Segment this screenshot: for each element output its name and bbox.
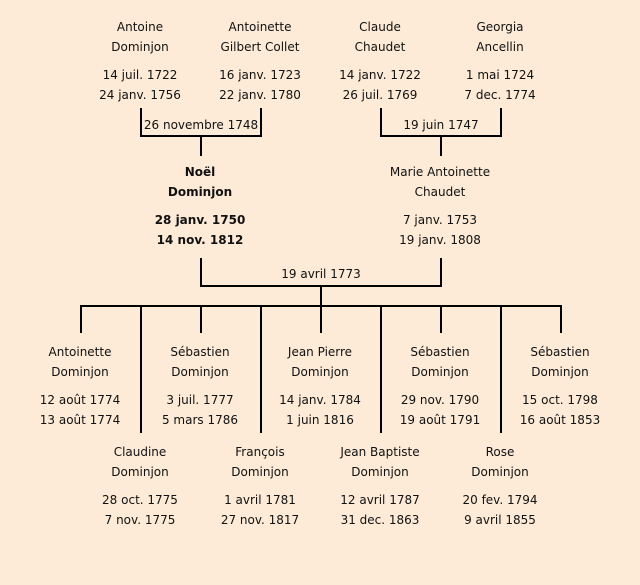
- person-last-name: Dominjon: [51, 365, 109, 379]
- person-birth-date: 12 août 1774: [39, 393, 121, 407]
- connector-line: [140, 306, 142, 433]
- person-birth-date: 15 oct. 1798: [522, 393, 598, 407]
- person-death-date: 31 dec. 1863: [340, 513, 420, 527]
- connector-line: [440, 306, 442, 333]
- person-birth-date: 12 avril 1787: [340, 493, 420, 507]
- connector-line: [440, 136, 442, 156]
- connector-line: [80, 306, 82, 333]
- person-birth-date: 29 nov. 1790: [400, 393, 480, 407]
- person-first-name: Sébastien: [410, 345, 470, 359]
- person-last-name: Dominjon: [351, 465, 409, 479]
- person-first-name: Marie Antoinette: [389, 165, 491, 179]
- person-last-name: Dominjon: [531, 365, 589, 379]
- marriage-date-paternal: 26 novembre 1748: [143, 118, 259, 132]
- person-first-name: Antoine: [116, 20, 164, 34]
- person-birth-date: 14 janv. 1722: [339, 68, 421, 82]
- person-last-name: Gilbert Collet: [220, 40, 300, 54]
- person-death-date: 24 janv. 1756: [99, 88, 181, 102]
- person-last-name: Dominjon: [111, 40, 169, 54]
- person-birth-date: 14 janv. 1784: [279, 393, 361, 407]
- connector-line: [380, 108, 382, 137]
- connector-line: [440, 258, 442, 287]
- person-death-date: 16 août 1853: [519, 413, 601, 427]
- person-birth-date: 1 avril 1781: [224, 493, 296, 507]
- person-last-name: Ancellin: [476, 40, 524, 54]
- connector-line: [560, 306, 562, 333]
- person-death-date: 19 août 1791: [399, 413, 481, 427]
- connector-line: [200, 136, 202, 156]
- person-death-date: 5 mars 1786: [161, 413, 239, 427]
- person-first-name: Sébastien: [170, 345, 230, 359]
- connector-line: [320, 286, 322, 306]
- person-death-date: 7 dec. 1774: [464, 88, 536, 102]
- person-last-name: Dominjon: [291, 365, 349, 379]
- connector-line: [380, 306, 382, 433]
- connector-line: [500, 306, 502, 433]
- marriage-date-maternal: 19 juin 1747: [403, 118, 479, 132]
- person-death-date: 13 août 1774: [39, 413, 121, 427]
- connector-line: [200, 258, 202, 287]
- person-last-name: Chaudet: [414, 185, 466, 199]
- person-first-name: Claude: [359, 20, 401, 34]
- person-death-date: 14 nov. 1812: [156, 233, 244, 247]
- connector-line: [260, 306, 262, 433]
- person-last-name: Dominjon: [167, 185, 233, 199]
- person-death-date: 9 avril 1855: [464, 513, 536, 527]
- connector-line: [140, 108, 142, 137]
- person-last-name: Dominjon: [471, 465, 529, 479]
- person-first-name: François: [235, 445, 285, 459]
- person-first-name: Jean Baptiste: [340, 445, 420, 459]
- person-death-date: 1 juin 1816: [286, 413, 354, 427]
- person-death-date: 22 janv. 1780: [219, 88, 301, 102]
- person-birth-date: 7 janv. 1753: [402, 213, 478, 227]
- connector-line: [320, 306, 322, 333]
- person-birth-date: 1 mai 1724: [465, 68, 535, 82]
- person-birth-date: 16 janv. 1723: [219, 68, 301, 82]
- person-death-date: 26 juil. 1769: [342, 88, 418, 102]
- person-death-date: 19 janv. 1808: [399, 233, 481, 247]
- connector-line: [200, 306, 202, 333]
- person-last-name: Dominjon: [171, 365, 229, 379]
- connector-line: [260, 108, 262, 137]
- person-last-name: Dominjon: [111, 465, 169, 479]
- person-first-name: Antoinette: [228, 20, 292, 34]
- person-birth-date: 14 juil. 1722: [102, 68, 178, 82]
- person-first-name: Claudine: [113, 445, 167, 459]
- person-first-name: Sébastien: [530, 345, 590, 359]
- person-death-date: 7 nov. 1775: [104, 513, 176, 527]
- person-last-name: Chaudet: [354, 40, 406, 54]
- person-birth-date: 28 oct. 1775: [102, 493, 178, 507]
- person-last-name: Dominjon: [231, 465, 289, 479]
- connector-line: [500, 108, 502, 137]
- person-birth-date: 20 fev. 1794: [462, 493, 538, 507]
- person-first-name: Rose: [485, 445, 515, 459]
- person-death-date: 27 nov. 1817: [220, 513, 300, 527]
- person-first-name: Antoinette: [48, 345, 112, 359]
- person-first-name: Noël: [184, 165, 216, 179]
- person-first-name: Georgia: [476, 20, 524, 34]
- marriage-date-parents: 19 avril 1773: [281, 267, 361, 281]
- person-birth-date: 28 janv. 1750: [154, 213, 246, 227]
- person-birth-date: 3 juil. 1777: [166, 393, 234, 407]
- person-first-name: Jean Pierre: [287, 345, 353, 359]
- person-last-name: Dominjon: [411, 365, 469, 379]
